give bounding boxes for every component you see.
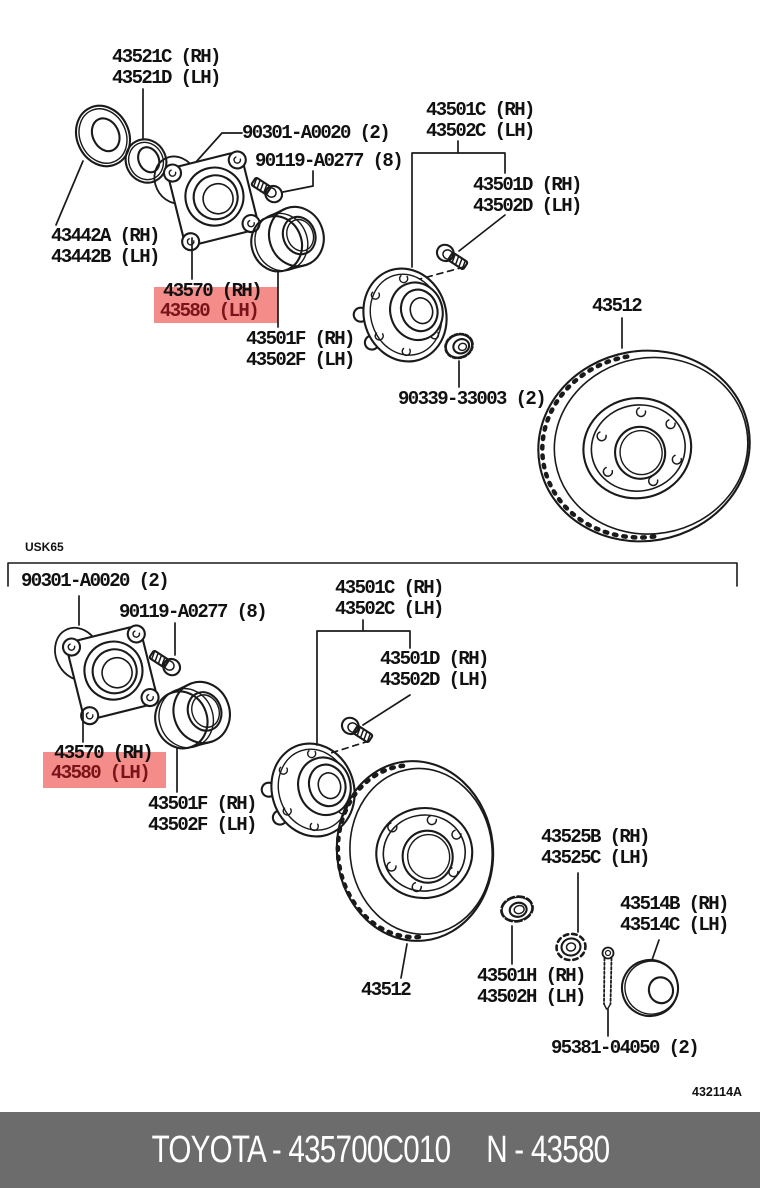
section-divider [8,563,737,586]
footer-bar: TOYOTA - 435700C010 N - 43580 [0,1112,760,1188]
label-outer-bearing-top[interactable]: 43501F (RH) 43502F (LH) [246,328,355,371]
label-hub-stud-bottom[interactable]: 43501D (RH) 43502D (LH) [380,648,489,691]
highlight-box-top [154,287,278,323]
label-rotor-bottom[interactable]: 43512 [361,979,412,1001]
label-hub-assy-top[interactable]: 43501C (RH) 43502C (LH) [426,99,535,142]
label-cotter-pin[interactable]: 95381-04050 (2) [551,1037,700,1059]
label-lock-nut[interactable]: 43501H (RH) 43502H (LH) [477,965,586,1008]
label-knuckle-rh-bottom[interactable]: 43570 (RH) [54,742,154,764]
footer-part-number: TOYOTA - 435700C010 [151,1128,451,1171]
label-hub-bolt-bottom[interactable]: 90119-A0277 (8) [119,601,268,623]
grease-cap-drawing [616,954,685,1023]
footer-reference-number: N - 43580 [485,1128,610,1171]
label-lock-washer[interactable]: 43525B (RH) 43525C (LH) [541,826,650,869]
wheel-hub-drawing-top [342,256,460,376]
section-code: USK65 [25,540,64,554]
label-hub-bolt-top[interactable]: 90119-A0277 (8) [255,150,404,172]
label-bearing-cap-top[interactable]: 90339-33003 (2) [398,388,547,410]
label-rotor-top[interactable]: 43512 [592,295,643,317]
label-oil-seal-top[interactable]: 43442A (RH) 43442B (LH) [51,225,160,268]
leader-lines-bottom [79,596,659,1036]
highlight-box-bottom [43,752,166,788]
label-hub-assy-bottom[interactable]: 43501C (RH) 43502C (LH) [335,577,444,620]
rotor-drawing-bottom [328,753,502,948]
diagram-code: 432114A [692,1085,743,1099]
outer-bearing-drawing-bottom [145,672,240,759]
knuckle-drawing-bottom [60,619,165,728]
knuckle-drawing-top [161,145,266,254]
rotor-drawing-top [523,334,760,558]
cotter-pin-drawing [603,948,614,1010]
leader-lines-top [56,89,622,387]
label-oring-bottom[interactable]: 90301-A0020 (2) [21,570,170,592]
hub-bolt-drawing-bottom [146,646,185,680]
label-knuckle-rh-top[interactable]: 43570 (RH) [163,280,263,302]
oil-seal-drawing-top [66,97,139,175]
footer-text: TOYOTA - 435700C010 N - 43580 [151,1128,610,1172]
label-knuckle-lh-bottom-highlighted[interactable]: 43580 (LH) [51,762,151,784]
label-outer-bearing-bottom[interactable]: 43501F (RH) 43502F (LH) [148,793,257,836]
label-grease-cap[interactable]: 43514B (RH) 43514C (LH) [620,893,729,936]
lock-washer-drawing [554,932,587,963]
bearing-cap-drawing-top [442,330,477,362]
label-knuckle-lh-top-highlighted[interactable]: 43580 (LH) [160,300,260,322]
label-inner-bearing-top[interactable]: 43521C (RH) 43521D (LH) [112,46,221,89]
label-oring-top[interactable]: 90301-A0020 (2) [242,122,391,144]
lock-nut-drawing [499,893,535,924]
hub-bolt-drawing-top [248,173,287,207]
label-hub-stud-top[interactable]: 43501D (RH) 43502D (LH) [473,174,582,217]
wheel-hub-drawing-bottom [250,731,368,851]
